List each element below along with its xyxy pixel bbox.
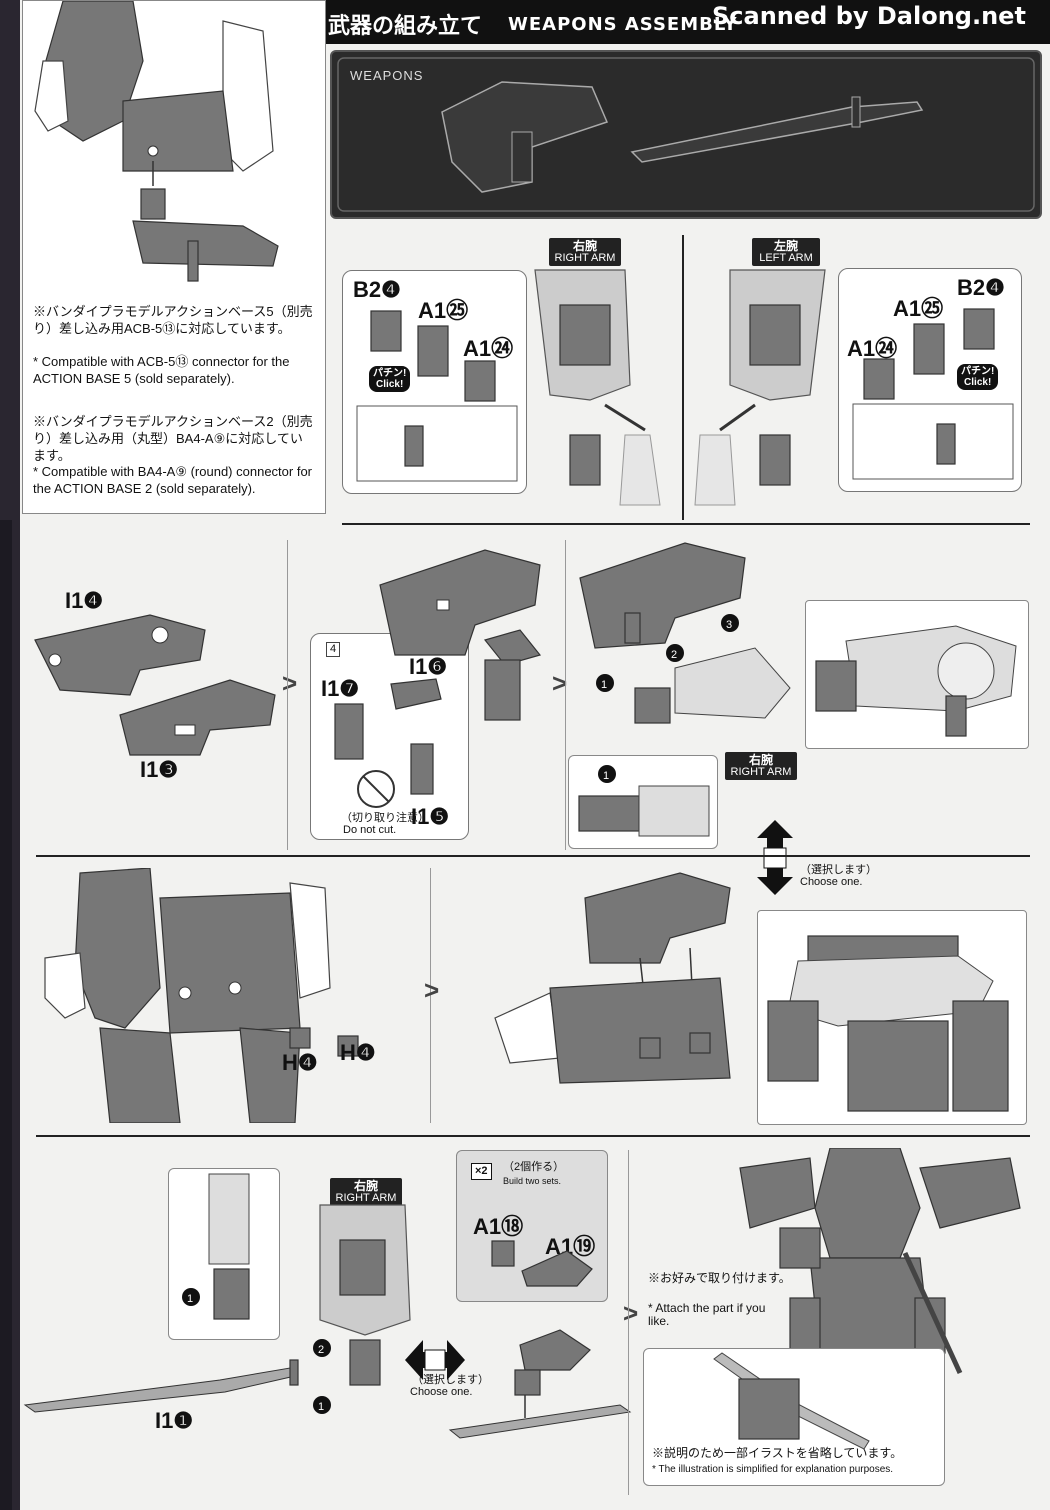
shield-grip-drawing xyxy=(379,549,542,721)
simplified-illustration-box: ※説明のため一部イラストを省略しています。 * The illustration… xyxy=(643,1348,945,1486)
section-divider xyxy=(682,235,684,520)
action-base5-note-en: * Compatible with ACB-5⑬ connector for t… xyxy=(33,354,290,386)
section-divider xyxy=(628,1150,629,1495)
weapons-banner: WEAPONS xyxy=(330,50,1042,219)
section-divider xyxy=(430,868,431,1123)
sword-attach-drawing: 2 1 xyxy=(23,1204,411,1414)
page-title-jp: 武器の組み立て xyxy=(328,13,483,39)
waist-shield-detail xyxy=(757,910,1027,1125)
svg-text:2: 2 xyxy=(318,1344,324,1356)
cut-badge: 4 xyxy=(326,642,341,657)
sheath-attach-drawing xyxy=(448,1329,632,1439)
build-two-en: Build two sets. xyxy=(503,1176,562,1186)
simplified-note-jp: ※説明のため一部イラストを省略しています。 xyxy=(652,1446,903,1460)
part-label-a1-24: A1㉔ xyxy=(463,336,514,361)
header-bar xyxy=(322,0,1050,44)
part-label-b2-4-left: B2❹ xyxy=(957,275,1005,300)
part-label-i1-1: I1❶ xyxy=(155,1408,194,1433)
right-hand-assembly-bubble: B2❹ A1㉕ A1㉔ パチン!Click! xyxy=(342,270,527,494)
slide-detail-box: 1 xyxy=(568,755,718,849)
mech-waist-drawing xyxy=(44,868,359,1123)
part-label-a1-18: A1⑱ xyxy=(473,1214,524,1239)
slide-detail-drawing: 1 xyxy=(578,765,710,837)
page-title-en: WEAPONS ASSEMBLY xyxy=(508,14,738,35)
shield-halves-drawing xyxy=(34,614,276,756)
click-badge-left: パチン!Click! xyxy=(957,364,999,390)
grip-assembly-bubble: 4 I1❻ I1❼ I1❺ （切り取り注意） Do not cut. xyxy=(310,633,469,840)
section-rule xyxy=(342,523,1030,525)
choose-one-jp-2: （選択します） xyxy=(412,1374,489,1386)
action-base2-note-jp: ※バンダイプラモデルアクションベース2（別売り）差し込み用（丸型）BA4-A⑨に… xyxy=(33,414,313,463)
part-label-a1-24-left: A1㉔ xyxy=(847,336,898,361)
click-badge: パチン!Click! xyxy=(369,366,411,392)
action-base2-note-en: * Compatible with BA4-A⑨ (round) connect… xyxy=(33,464,312,496)
page-edge-strip-dark xyxy=(0,520,12,1510)
waist-shield-detail-drawing xyxy=(767,935,1009,1112)
part-label-h4-b: H❹ xyxy=(340,1040,376,1065)
left-hand-assembly-bubble: A1㉕ B2❹ A1㉔ パチン!Click! xyxy=(838,268,1022,492)
mech-upper-body-drawing xyxy=(739,1148,1021,1375)
svg-text:1: 1 xyxy=(187,1293,193,1305)
shield-on-arm-detail xyxy=(805,600,1029,749)
part-label-a1-25: A1㉕ xyxy=(418,298,469,323)
attach-note-jp: ※お好みで取り付けます。 xyxy=(648,1271,791,1285)
part-label-a1-25-left: A1㉕ xyxy=(893,296,944,321)
next-step-arrow: > xyxy=(424,975,440,1005)
attach-note-en: * Attach the part if you like. xyxy=(648,1301,766,1328)
part-label-b2-4: B2❹ xyxy=(353,277,401,302)
build-two-sets-box: ×2 （2個作る） Build two sets. A1⑱ A1⑲ xyxy=(456,1150,608,1302)
action-base-panel: ※バンダイプラモデルアクションベース5（別売り）差し込み用ACB-5⑬に対応して… xyxy=(22,0,326,514)
svg-text:2: 2 xyxy=(671,649,677,661)
section-rule xyxy=(36,1135,1030,1137)
do-not-cut-en: Do not cut. xyxy=(343,824,397,836)
shield-on-arm-drawing xyxy=(815,625,1017,737)
next-step-arrow: > xyxy=(282,668,298,698)
hand-parts-drawing-left xyxy=(852,308,1014,480)
do-not-cut-jp: （切り取り注意） xyxy=(341,812,429,824)
section-rule xyxy=(36,855,1030,857)
part-label-i1-5: I1❺ xyxy=(411,804,450,829)
mech-legs-illustration xyxy=(34,1,279,282)
sheath-parts-drawing xyxy=(491,1240,593,1287)
part-label-h4-a: H❹ xyxy=(282,1050,318,1075)
part-label-i1-4: I1❹ xyxy=(65,588,104,613)
build-two-jp: （2個作る） xyxy=(503,1161,565,1173)
left-arm-drawing xyxy=(694,269,826,506)
choose-one-arrows xyxy=(757,820,793,895)
shield-attach-drawing: 1 2 3 xyxy=(579,542,791,724)
part-label-i1-7: I1❼ xyxy=(321,676,360,701)
choose-one-en: Choose one. xyxy=(800,876,863,888)
choose-one-en-2: Choose one. xyxy=(410,1386,473,1398)
simplified-note-en: * The illustration is simplified for exp… xyxy=(652,1464,894,1475)
action-base5-note-jp: ※バンダイプラモデルアクションベース5（別売り）差し込み用ACB-5⑬に対応して… xyxy=(33,304,313,336)
svg-text:1: 1 xyxy=(601,679,607,691)
next-step-arrow: > xyxy=(623,1298,639,1328)
grip-parts-drawing xyxy=(334,678,442,808)
weapons-illustration xyxy=(337,57,1035,212)
part-label-i1-6: I1❻ xyxy=(409,654,448,679)
next-step-arrow: > xyxy=(552,668,568,698)
section-divider xyxy=(565,540,566,850)
weapons-label: WEAPONS xyxy=(350,68,424,83)
right-arm-drawing xyxy=(534,269,661,506)
scan-watermark: Scanned by Dalong.net xyxy=(712,2,1026,30)
sword-slide-drawing: 1 xyxy=(182,1173,250,1320)
svg-text:1: 1 xyxy=(603,770,609,782)
part-label-i1-3: I1❸ xyxy=(140,757,179,782)
build-two-badge: ×2 xyxy=(471,1163,492,1180)
shield-waist-attach-drawing xyxy=(494,872,731,1084)
choose-one-jp: （選択します） xyxy=(800,864,877,876)
svg-text:1: 1 xyxy=(318,1401,324,1413)
sword-slide-detail: 1 xyxy=(168,1168,280,1340)
choose-one-arrows-2 xyxy=(405,1340,465,1380)
section-divider xyxy=(287,540,288,850)
svg-text:3: 3 xyxy=(726,619,732,631)
sword-sheath-detail-drawing xyxy=(713,1352,870,1450)
hand-parts-drawing xyxy=(356,310,518,482)
